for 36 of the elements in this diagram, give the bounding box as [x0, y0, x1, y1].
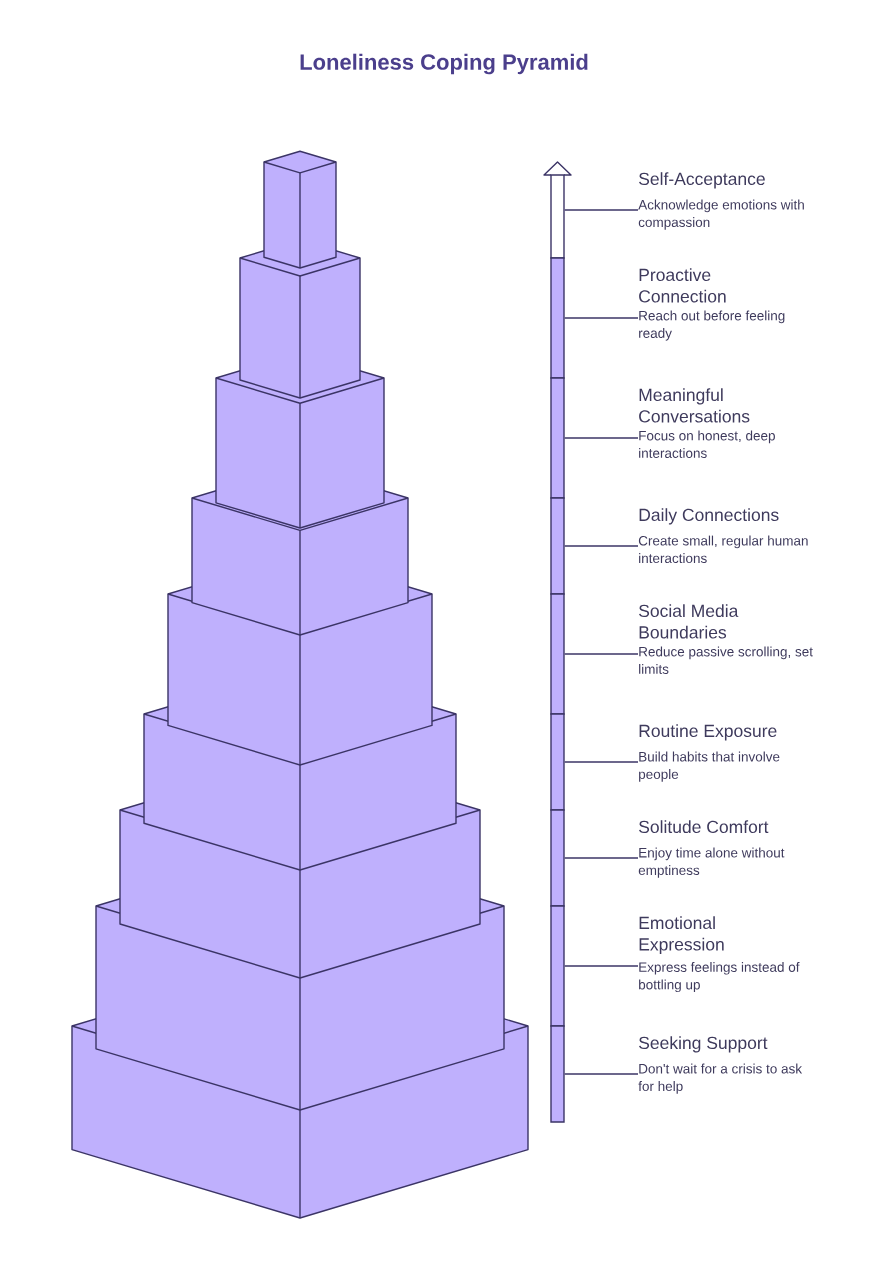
- scale-segment: [550, 593, 565, 715]
- leader-line: [564, 209, 639, 211]
- step-heading: Routine Exposure: [639, 724, 777, 741]
- step-description: Don't wait for a crisis to ask for help: [638, 1063, 803, 1094]
- step-heading: Solitude Comfort: [639, 820, 769, 834]
- title: Loneliness Coping Pyramid: [300, 53, 588, 75]
- step-heading: Social Media Boundaries: [639, 604, 739, 639]
- step-heading: Emotional Expression: [639, 916, 724, 955]
- step-heading: Meaningful Conversations: [639, 388, 750, 423]
- step-description: Build habits that involve people: [639, 751, 780, 782]
- scale-segment: [550, 1025, 565, 1123]
- scale-segment: [550, 377, 565, 499]
- step-description: Reduce passive scrolling, set limits: [639, 646, 813, 674]
- scale-segment: [550, 497, 565, 595]
- step-heading: Daily Connections: [639, 508, 779, 525]
- leader-line: [564, 545, 639, 547]
- step-description: Enjoy time alone without emptiness: [638, 847, 785, 878]
- leader-line: [564, 437, 639, 439]
- step-description: Express feelings instead of bottling up: [639, 962, 800, 993]
- scale-segment: [550, 905, 565, 1027]
- step-heading: Seeking Support: [639, 1036, 768, 1053]
- leader-line: [564, 317, 639, 319]
- step-heading: Self-Acceptance: [639, 172, 765, 189]
- leader-line: [564, 965, 639, 967]
- leader-line: [564, 857, 639, 859]
- scale-segment: [550, 809, 565, 907]
- step-description: Focus on honest, deep interactions: [639, 430, 775, 458]
- step-heading: Proactive Connection: [639, 268, 726, 303]
- step-description: Reach out before feeling ready: [639, 310, 785, 341]
- step-description: Create small, regular human interactions: [638, 535, 808, 563]
- leader-line: [564, 653, 639, 655]
- step-description: Acknowledge emotions with compassion: [638, 199, 804, 230]
- scale-segment: [550, 257, 565, 379]
- leader-line: [564, 1073, 639, 1075]
- leader-line: [564, 761, 639, 763]
- scale-segment: [550, 713, 565, 811]
